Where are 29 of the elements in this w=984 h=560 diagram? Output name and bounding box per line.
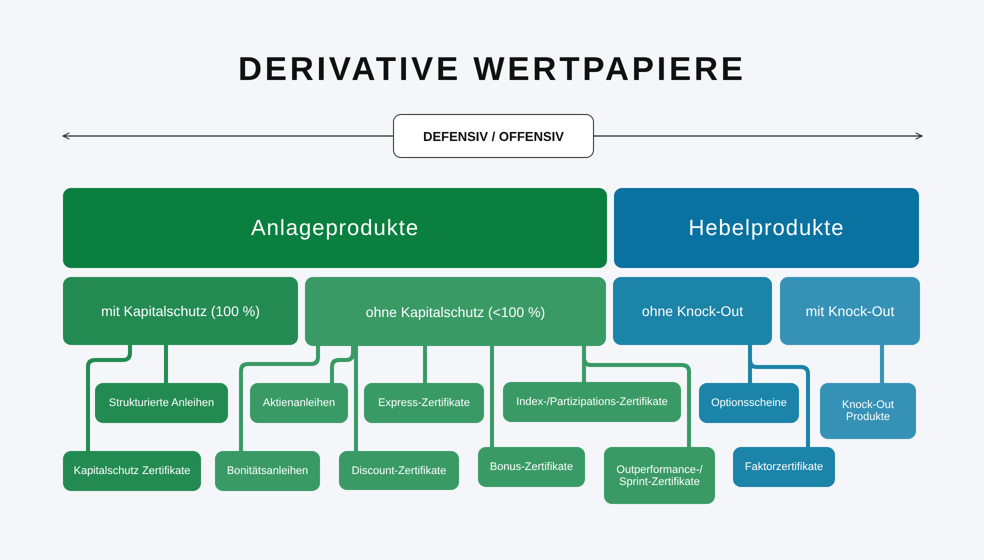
product-box: Bonus-Zertifikate bbox=[478, 447, 585, 487]
category-box: Anlageprodukte bbox=[63, 188, 607, 268]
diagram-title: DERIVATIVE WERTPAPIERE bbox=[237, 50, 747, 88]
product-box: Discount-Zertifikate bbox=[339, 451, 459, 490]
connector-line bbox=[86, 345, 132, 451]
connector-line bbox=[239, 346, 320, 451]
product-box: Bonitätsanleihen bbox=[215, 451, 320, 491]
product-box: Index-/Partizipations-Zertifikate bbox=[503, 382, 681, 422]
product-box: Faktorzertifikate bbox=[733, 447, 835, 487]
product-box: Strukturierte Anleihen bbox=[95, 383, 228, 423]
product-box: Knock-Out Produkte bbox=[820, 383, 916, 439]
product-box: Aktienanleihen bbox=[250, 383, 348, 423]
scale-label-box: DEFENSIV / OFFENSIV bbox=[393, 114, 594, 158]
product-box: Kapitalschutz Zertifikate bbox=[63, 451, 201, 491]
product-box: Express-Zertifikate bbox=[364, 383, 484, 423]
connector-line bbox=[880, 345, 884, 383]
connector-line bbox=[354, 346, 358, 451]
subcategory-box: ohne Knock-Out bbox=[613, 277, 772, 345]
subcategory-box: mit Kapitalschutz (100 %) bbox=[63, 277, 298, 345]
product-box: Optionsscheine bbox=[699, 383, 799, 423]
connector-line bbox=[423, 346, 427, 383]
connector-line bbox=[164, 345, 168, 383]
scale-arrow bbox=[62, 132, 393, 140]
connector-line bbox=[490, 346, 494, 447]
subcategory-box: mit Knock-Out bbox=[780, 277, 920, 345]
category-box: Hebelprodukte bbox=[614, 188, 919, 268]
product-box: Outperformance-/ Sprint-Zertifikate bbox=[604, 447, 715, 504]
scale-arrow bbox=[594, 132, 923, 140]
subcategory-box: ohne Kapitalschutz (<100 %) bbox=[305, 277, 606, 346]
